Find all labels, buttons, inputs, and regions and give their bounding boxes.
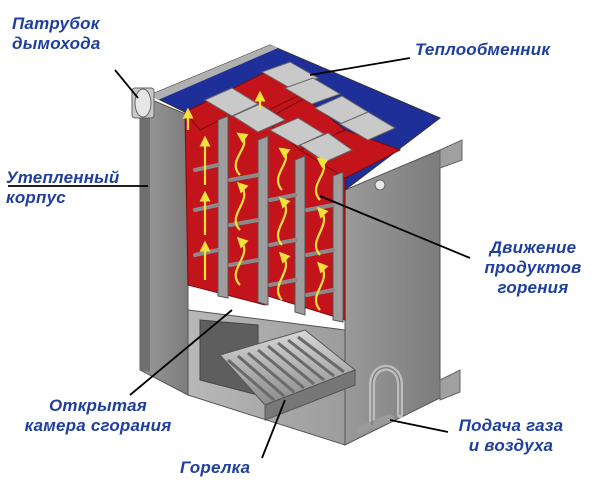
label-gas-air-supply: Подача газа и воздуха xyxy=(458,416,564,455)
label-heat-exchanger: Теплообменник xyxy=(415,40,551,59)
label-burner: Горелка xyxy=(180,458,251,477)
flue-pipe xyxy=(131,87,155,119)
label-open-chamber: Открытая камера сгорания xyxy=(24,396,172,435)
label-insulated-casing: Утепленный корпус xyxy=(6,168,120,207)
channel-dividers xyxy=(217,115,344,323)
exchanger-fins xyxy=(203,61,397,163)
label-combustion-flow: Движение продуктов горения xyxy=(484,238,582,297)
leader-lines xyxy=(8,57,471,459)
burner xyxy=(219,329,356,421)
right-side-panel xyxy=(344,139,463,446)
left-insulated-panel xyxy=(139,92,189,396)
baffle-rungs xyxy=(193,163,335,297)
flow-arrows xyxy=(182,90,329,311)
label-flue-pipe: Патрубок дымохода xyxy=(12,14,101,53)
